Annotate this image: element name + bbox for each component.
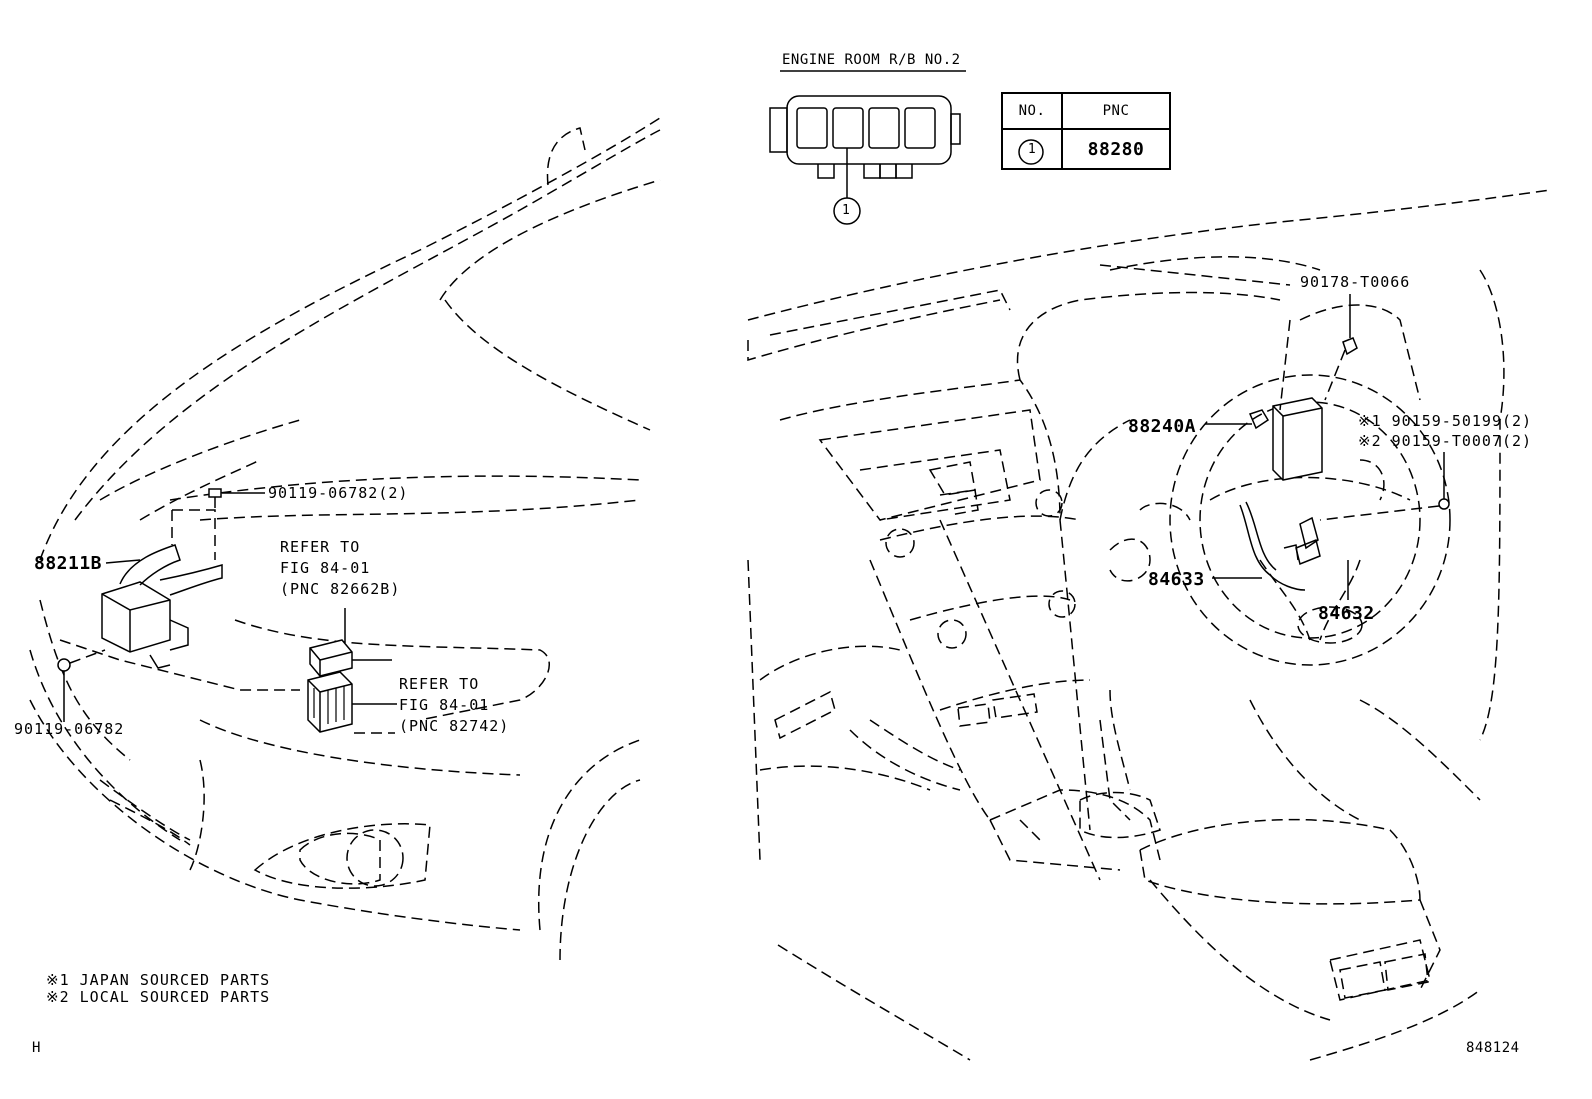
refer-to-82742-line1: REFER TO <box>399 675 480 693</box>
refer-to-82662b-line3: (PNC 82662B) <box>280 580 401 598</box>
connector-title: ENGINE ROOM R/B NO.2 <box>782 52 961 68</box>
module-88240a <box>1205 319 1346 481</box>
pnc-table-header-no: NO. <box>1003 94 1063 130</box>
label-84633: 84633 <box>1148 569 1205 590</box>
leader-88211b <box>105 559 141 564</box>
label-88211b: 88211B <box>34 553 103 574</box>
pnc-table-row-no: 1 <box>1003 130 1063 168</box>
interior-dashboard-outline <box>747 189 1551 1061</box>
relay-cover-82662b <box>309 608 392 677</box>
label-90178-t0066: 90178-T0066 <box>1300 273 1411 291</box>
pnc-table-row-pnc: 88280 <box>1087 138 1145 160</box>
label-90159-50199: ※1 90159-50199(2) <box>1358 412 1533 430</box>
car-front-outline <box>29 117 661 961</box>
refer-to-82662b-line1: REFER TO <box>280 538 361 556</box>
label-90159-t0007: ※2 90159-T0007(2) <box>1358 432 1533 450</box>
label-84632: 84632 <box>1318 603 1375 624</box>
label-90119-06782-2: 90119-06782(2) <box>268 484 409 502</box>
clip-90178 <box>1342 294 1358 356</box>
switch-84632 <box>1283 516 1349 600</box>
connector-callout-number: 1 <box>842 203 851 218</box>
footer-left-code: H <box>32 1040 41 1056</box>
screw-90159 <box>1319 452 1450 521</box>
refer-to-82662b-line2: FIG 84-01 <box>280 559 371 577</box>
legend-local-sourced: ※2 LOCAL SOURCED PARTS <box>46 988 271 1006</box>
refer-to-82742-line2: FIG 84-01 <box>399 696 490 714</box>
bolt-90119-bottom <box>57 649 106 722</box>
refer-to-82742-line3: (PNC 82742) <box>399 717 510 735</box>
diagram-id: 848124 <box>1466 1040 1520 1056</box>
switch-84633 <box>1212 501 1306 591</box>
legend-japan-sourced: ※1 JAPAN SOURCED PARTS <box>46 971 271 989</box>
table-row-circle <box>1018 139 1044 165</box>
relay-block-82742 <box>307 671 397 734</box>
module-88211b <box>101 509 223 669</box>
steering-wheel <box>1109 374 1451 666</box>
label-90119-06782: 90119-06782 <box>14 720 125 738</box>
bolt-90119-top <box>208 488 265 508</box>
connector-engine-room-rb <box>769 70 966 225</box>
pnc-table: NO. PNC 1 88280 <box>1001 92 1171 170</box>
pnc-table-header-pnc: PNC <box>1063 94 1169 130</box>
label-88240a: 88240A <box>1128 416 1197 437</box>
